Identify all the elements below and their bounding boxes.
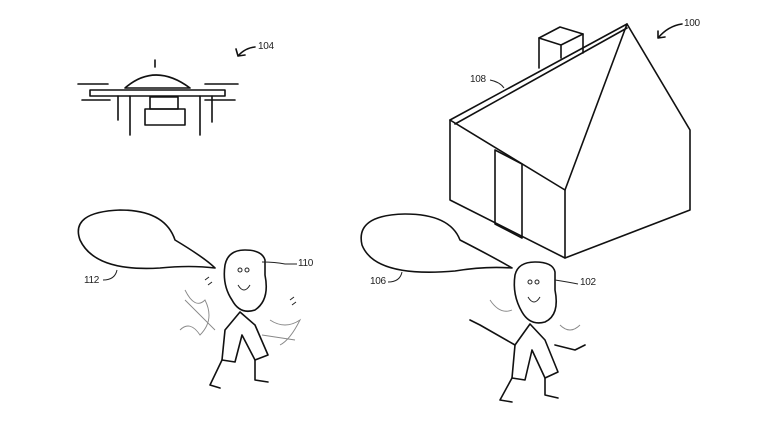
uav-leader-arrow xyxy=(235,46,256,57)
person-startled xyxy=(179,249,302,389)
label-100: 100 xyxy=(684,18,700,29)
roof-leader xyxy=(489,79,505,89)
speech-bubble-house xyxy=(360,213,513,274)
speech-bubble-uav xyxy=(77,209,216,270)
house-leader-arrow xyxy=(657,23,683,39)
label-112: 112 xyxy=(84,275,100,286)
label-104: 104 xyxy=(258,41,274,52)
label-102: 102 xyxy=(580,277,596,288)
label-108: 108 xyxy=(470,74,486,85)
label-106: 106 xyxy=(370,276,386,287)
uav-drone xyxy=(77,59,239,136)
person-calling xyxy=(469,261,586,403)
house xyxy=(449,23,691,259)
label-110: 110 xyxy=(298,258,314,269)
